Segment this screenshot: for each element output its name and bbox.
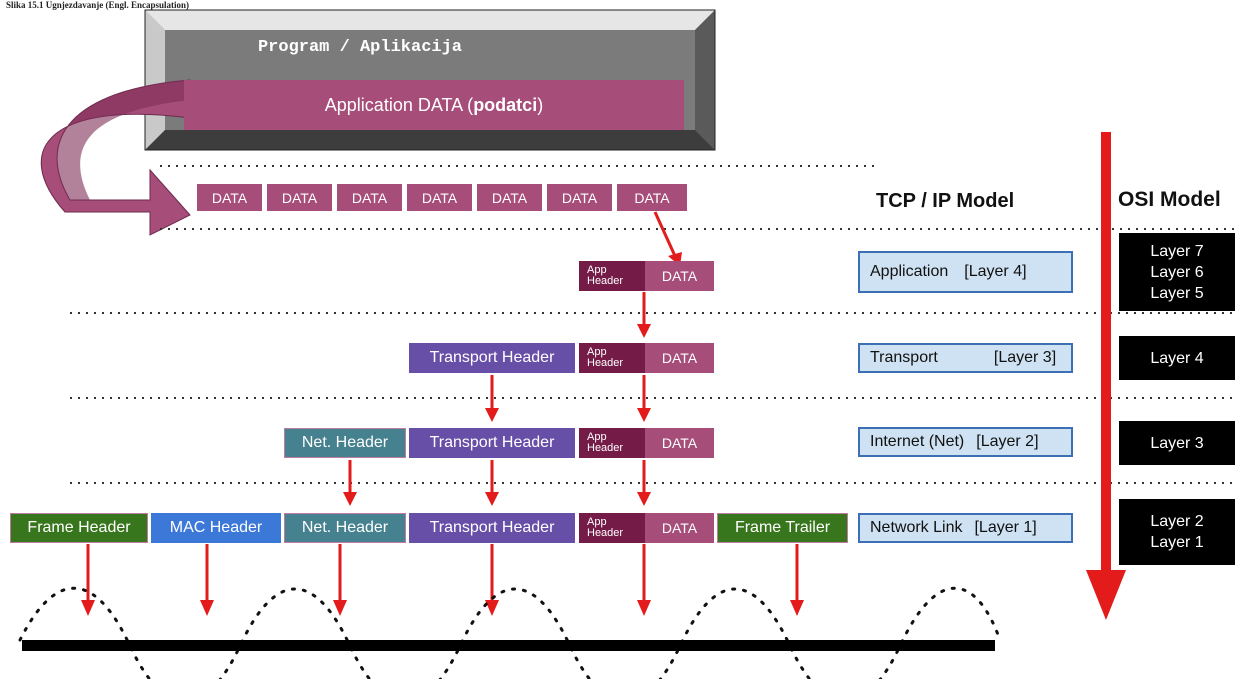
app-header-line2: Header — [587, 527, 624, 539]
figure-caption: Slika 15.1 Ugnjezdavanje (Engl. Encapsul… — [6, 0, 190, 10]
osi-group-upper: Layer 7 Layer 6 Layer 5 — [1119, 233, 1235, 311]
data-payload: DATA — [645, 428, 714, 458]
tcp-layer-transport: Transport [Layer 3] — [858, 343, 1073, 373]
tcp-layer-number: [Layer 2] — [976, 433, 1039, 450]
osi-layer-label: Layer 7 — [1150, 242, 1204, 260]
application-data-bold: podatci — [473, 94, 538, 115]
osi-model-title: OSI Model — [1118, 188, 1221, 211]
data-payload: DATA — [645, 343, 714, 373]
app-header-line2: Header — [587, 442, 624, 454]
net-header: Net. Header — [284, 513, 406, 543]
app-header-line1: App — [587, 431, 607, 443]
application-data-suffix: ) — [537, 94, 544, 115]
app-header-line1: App — [587, 516, 607, 528]
net-header: Net. Header — [284, 428, 406, 458]
application-data-bar: Application DATA ( podatci ) — [184, 80, 684, 130]
osi-group-network: Layer 3 — [1119, 421, 1235, 465]
osi-layer-label: Layer 5 — [1150, 284, 1204, 302]
mac-header: MAC Header — [151, 513, 281, 543]
data-segment: DATA — [477, 184, 542, 211]
osi-layer-label: Layer 1 — [1150, 534, 1204, 551]
data-segment: DATA — [547, 184, 612, 211]
program-title: Program / Aplikacija — [257, 38, 463, 57]
transport-header: Transport Header — [409, 513, 575, 543]
osi-group-lower: Layer 2 Layer 1 — [1119, 499, 1235, 565]
app-header-line2: Header — [587, 357, 624, 369]
tcp-layer-name: Transport — [870, 349, 938, 366]
transport-header: Transport Header — [409, 428, 575, 458]
data-segment: DATA — [337, 184, 402, 211]
application-data-prefix: Application DATA ( — [324, 94, 474, 115]
osi-layer-label: Layer 2 — [1150, 513, 1204, 530]
osi-layer-label: Layer 6 — [1150, 263, 1204, 281]
app-header-line2: Header — [587, 275, 624, 287]
data-payload: DATA — [645, 513, 714, 543]
tcp-layer-application: Application [Layer 4] — [858, 251, 1073, 293]
frame-trailer: Frame Trailer — [717, 513, 848, 543]
osi-layer-label: Layer 3 — [1150, 434, 1204, 452]
data-segment: DATA — [617, 184, 687, 211]
tcp-layer-network-link: Network Link [Layer 1] — [858, 513, 1073, 543]
app-header-line1: App — [587, 346, 607, 358]
data-payload: DATA — [645, 261, 714, 291]
tcp-layer-number: [Layer 1] — [974, 519, 1037, 536]
tcp-layer-internet: Internet (Net) [Layer 2] — [858, 427, 1073, 457]
osi-direction-arrow — [1086, 132, 1126, 620]
tcp-layer-number: [Layer 3] — [993, 349, 1057, 366]
app-header: App Header — [579, 343, 645, 373]
tcp-layer-name: Network Link — [870, 519, 963, 536]
app-header-line1: App — [587, 264, 607, 276]
app-header: App Header — [579, 428, 645, 458]
cable — [22, 640, 995, 651]
signal-wave — [18, 586, 1002, 679]
osi-group-transport: Layer 4 — [1119, 336, 1235, 380]
tcp-layer-number: [Layer 4] — [964, 263, 1027, 280]
tcp-ip-model-title: TCP / IP Model — [876, 190, 1015, 212]
data-segment: DATA — [197, 184, 262, 211]
separator-lines — [70, 165, 1235, 484]
red-arrows — [81, 211, 804, 616]
tcp-layer-name: Application — [870, 263, 949, 280]
app-header: App Header — [579, 261, 645, 291]
frame-header: Frame Header — [10, 513, 148, 543]
data-segment: DATA — [267, 184, 332, 211]
transport-header: Transport Header — [409, 343, 575, 373]
curved-arrow — [40, 79, 191, 236]
app-header: App Header — [579, 513, 645, 543]
osi-layer-label: Layer 4 — [1150, 349, 1204, 367]
data-segment: DATA — [407, 184, 472, 211]
tcp-layer-name: Internet (Net) — [870, 433, 965, 450]
